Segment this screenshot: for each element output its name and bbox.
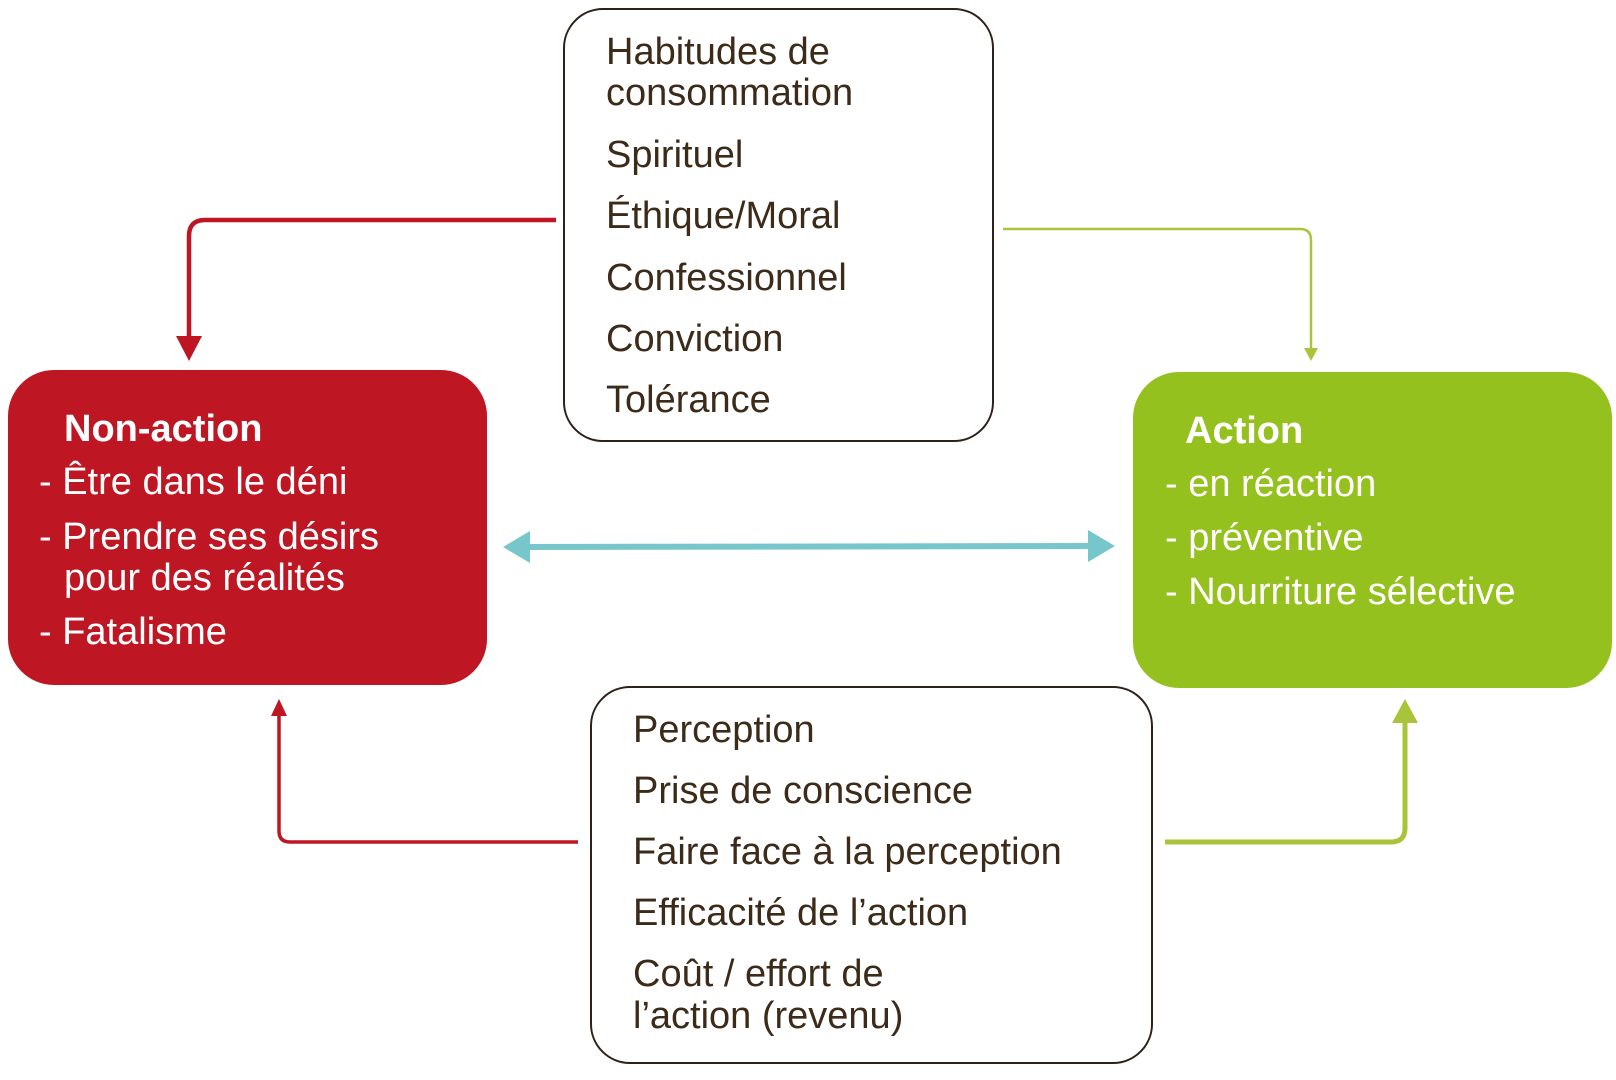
non-action-item: - Prendre ses désirs xyxy=(39,516,380,558)
factor-item: Efficacité de l’action xyxy=(633,892,969,934)
bidirectional-arrow xyxy=(524,543,1093,550)
factor-item: Éthique/Moral xyxy=(606,195,841,237)
factor-item: Prise de conscience xyxy=(633,770,974,812)
arrowhead-teal-right xyxy=(1088,530,1115,562)
non-action-item: - Être dans le déni xyxy=(39,461,348,503)
non-action-box: Non-action - Être dans le déni - Prendre… xyxy=(8,370,487,685)
factor-item: consommation xyxy=(606,72,854,114)
arrowhead-action-bottom xyxy=(1392,699,1418,723)
arrow-bottom-to-non-action xyxy=(277,712,578,844)
arrowhead-non-action-bottom xyxy=(271,699,287,716)
factor-item: Conviction xyxy=(606,318,784,360)
non-action-item: pour des réalités xyxy=(64,557,345,599)
bottom-factors-box: Perception Prise de conscience Faire fac… xyxy=(590,686,1153,1064)
factor-item: Coût / effort de xyxy=(633,953,884,995)
non-action-title: Non-action xyxy=(64,408,263,450)
top-factors-box: Habitudes de consommation Spirituel Éthi… xyxy=(563,8,994,442)
arrow-top-to-action xyxy=(1003,227,1313,350)
factor-item: Tolérance xyxy=(606,379,771,421)
factor-item: Perception xyxy=(633,709,815,751)
arrowhead-teal-left xyxy=(503,531,530,563)
factor-item: Habitudes de xyxy=(606,31,830,73)
arrowhead-action-top xyxy=(1304,348,1318,361)
arrowhead-non-action-top xyxy=(176,336,202,361)
factor-item: Spirituel xyxy=(606,134,744,176)
action-item: - Nourriture sélective xyxy=(1165,571,1516,613)
action-title: Action xyxy=(1185,410,1304,452)
factor-item: l’action (revenu) xyxy=(633,995,904,1037)
non-action-item: - Fatalisme xyxy=(39,611,227,653)
action-item: - en réaction xyxy=(1165,463,1377,505)
arrow-bottom-to-action xyxy=(1165,715,1408,845)
factor-item: Confessionnel xyxy=(606,257,847,299)
factor-item: Faire face à la perception xyxy=(633,831,1062,873)
action-item: - préventive xyxy=(1165,517,1364,559)
arrow-top-to-non-action xyxy=(186,217,556,340)
action-box: Action - en réaction - préventive - Nour… xyxy=(1133,372,1612,688)
